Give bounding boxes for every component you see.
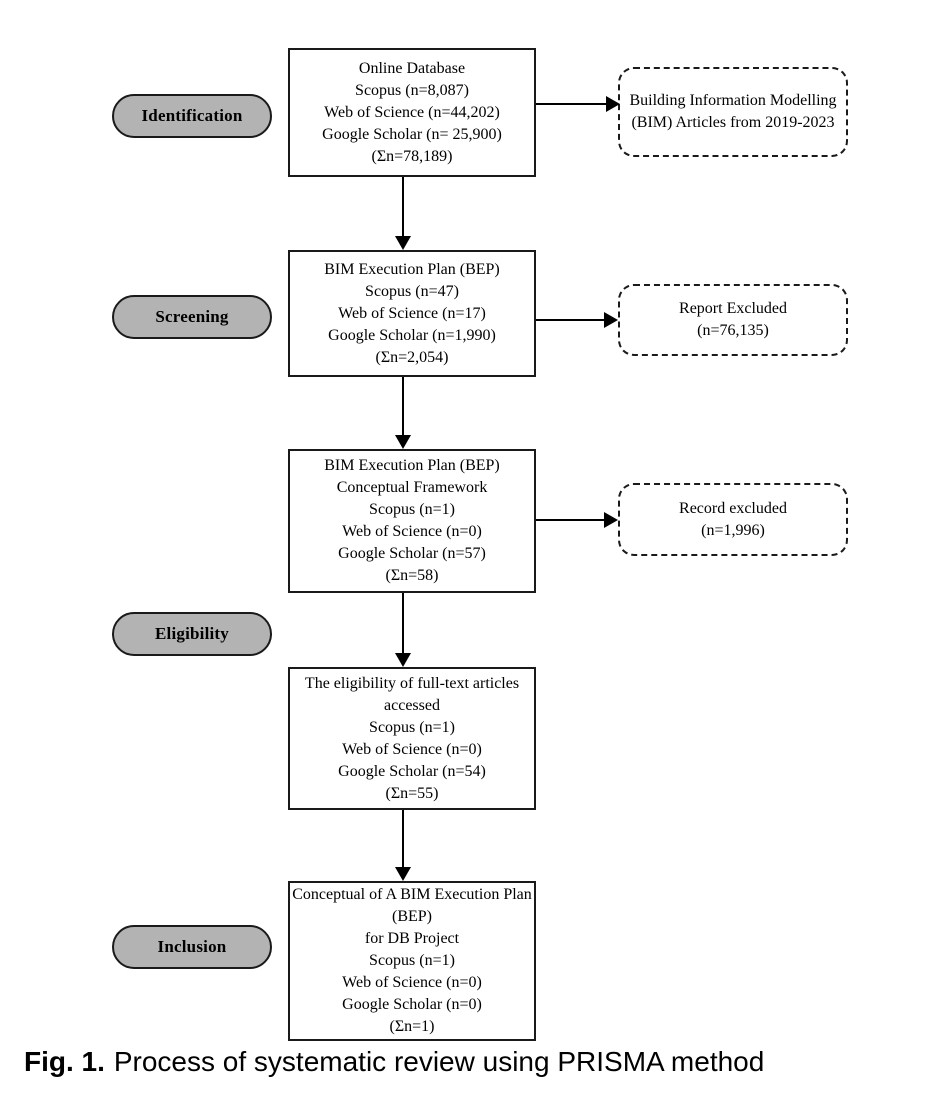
excluded-box-record-excluded: Record excluded (n=1,996) <box>618 483 848 556</box>
stage-pill-eligibility: Eligibility <box>112 612 272 656</box>
box-text-line: The eligibility of full-text articles <box>304 674 520 692</box>
arrow-head <box>395 867 411 881</box>
down-arrow <box>395 593 411 667</box>
arrow-line <box>402 593 404 653</box>
box-text-line: (n=76,135) <box>697 322 769 339</box>
stage-label: Screening <box>155 307 229 326</box>
arrow-line <box>536 103 606 105</box>
box-text-line: BIM Execution Plan (BEP) <box>324 457 500 474</box>
box-text-line: (Σn=58) <box>385 567 439 584</box>
box-text-line: (Σn=78,189) <box>371 147 453 165</box>
box-text-line: Web of Science (n=44,202) <box>324 103 500 121</box>
box-text-line: Online Database <box>358 59 466 77</box>
flow-box-eligibility-fulltext: The eligibility of full-text articles ac… <box>288 667 536 810</box>
down-arrow <box>395 810 411 881</box>
flow-box-bep-conceptual-framework: BIM Execution Plan (BEP) Conceptual Fram… <box>288 449 536 593</box>
box-text-line: Google Scholar (n=54) <box>338 762 486 780</box>
box-text-line: for DB Project <box>364 930 460 947</box>
right-arrow <box>536 512 618 528</box>
box-text-line: Conceptual of A BIM Execution Plan <box>292 886 532 903</box>
figure-caption-text: Process of systematic review using PRISM… <box>113 1046 765 1077</box>
arrow-line <box>402 377 404 435</box>
box-text-line: Scopus (n=47) <box>365 282 459 300</box>
arrow-line <box>536 319 604 321</box>
flow-box-inclusion-conceptual-bep: Conceptual of A BIM Execution Plan (BEP)… <box>288 881 536 1041</box>
box-text-line: Building Information Modelling <box>629 92 837 109</box>
box-text-line: Google Scholar (n=57) <box>338 545 486 562</box>
box-text-line: BIM Execution Plan (BEP) <box>324 260 500 278</box>
flow-box-online-database: Online Database Scopus (n=8,087) Web of … <box>288 48 536 177</box>
arrow-head <box>395 236 411 250</box>
stage-pill-inclusion: Inclusion <box>112 925 272 969</box>
arrow-head <box>606 96 620 112</box>
stage-label: Inclusion <box>157 937 227 956</box>
stage-label: Identification <box>141 106 243 125</box>
box-text-line: Scopus (n=1) <box>369 501 455 518</box>
figure-caption-label: Fig. 1. <box>24 1046 105 1077</box>
box-text-line: (Σn=2,054) <box>375 348 449 366</box>
flow-box-bep-screening: BIM Execution Plan (BEP) Scopus (n=47) W… <box>288 250 536 377</box>
box-text-line: (n=1,996) <box>701 521 765 539</box>
stage-pill-screening: Screening <box>112 295 272 339</box>
box-text-line: Scopus (n=1) <box>369 718 455 736</box>
right-arrow <box>536 96 620 112</box>
box-text-line: Scopus (n=1) <box>369 952 455 969</box>
box-text-line: Scopus (n=8,087) <box>355 81 469 99</box>
box-text-line: Google Scholar (n= 25,900) <box>322 125 502 143</box>
figure-caption: Fig. 1. Process of systematic review usin… <box>24 1046 764 1078</box>
excluded-box-bim-articles: Building Information Modelling (BIM) Art… <box>618 67 848 157</box>
box-text-line: Web of Science (n=17) <box>338 304 486 322</box>
arrow-head <box>395 435 411 449</box>
box-text-line: Web of Science (n=0) <box>342 974 482 991</box>
box-text-line: (BIM) Articles from 2019-2023 <box>631 114 835 131</box>
down-arrow <box>395 377 411 449</box>
box-text-line: (BEP) <box>392 908 432 925</box>
box-text-line: (Σn=55) <box>385 784 439 802</box>
box-text-line: Conceptual Framework <box>336 479 488 496</box>
box-text-line: (Σn=1) <box>389 1018 435 1035</box>
box-text-line: Web of Science (n=0) <box>342 523 482 540</box>
excluded-box-report-excluded: Report Excluded (n=76,135) <box>618 284 848 356</box>
box-text-line: accessed <box>384 696 440 714</box>
arrow-head <box>604 312 618 328</box>
arrow-line <box>402 810 404 867</box>
down-arrow <box>395 177 411 250</box>
right-arrow <box>536 312 618 328</box>
box-text-line: Web of Science (n=0) <box>342 740 482 758</box>
arrow-line <box>402 177 404 236</box>
box-text-line: Report Excluded <box>679 300 787 317</box>
arrow-head <box>604 512 618 528</box>
arrow-head <box>395 653 411 667</box>
arrow-line <box>536 519 604 521</box>
box-text-line: Record excluded <box>679 499 787 517</box>
stage-label: Eligibility <box>155 624 229 643</box>
box-text-line: Google Scholar (n=1,990) <box>328 326 496 344</box>
stage-pill-identification: Identification <box>112 94 272 138</box>
box-text-line: Google Scholar (n=0) <box>342 996 482 1013</box>
